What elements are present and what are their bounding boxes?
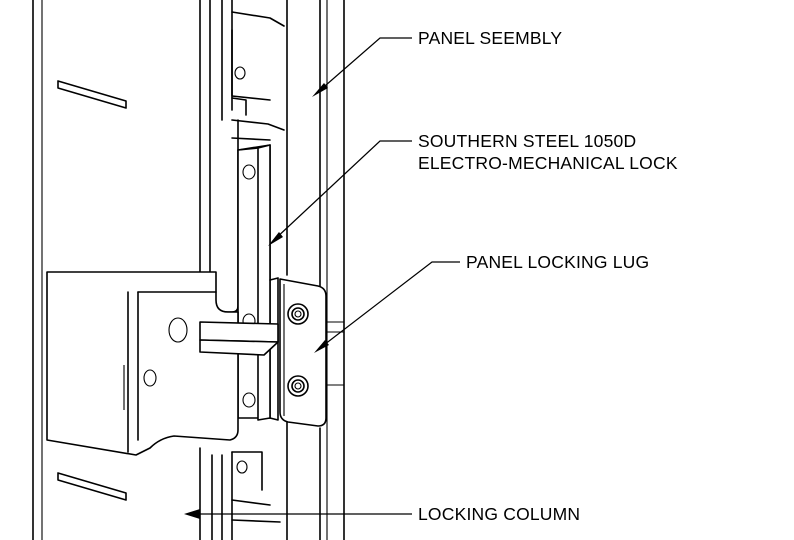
panel-assembly bbox=[286, 0, 345, 540]
electro-mechanical-lock bbox=[237, 144, 279, 421]
callout-lock-line1: SOUTHERN STEEL 1050D bbox=[418, 131, 636, 151]
locking-column bbox=[32, 0, 239, 540]
callout-locking-column: LOCKING COLUMN bbox=[418, 504, 580, 524]
panel-locking-lug bbox=[279, 278, 327, 427]
strike-bracket bbox=[46, 271, 279, 456]
leader-locking-lug bbox=[314, 261, 460, 353]
column-back-plate bbox=[221, 0, 285, 540]
callout-locking-lug: PANEL LOCKING LUG bbox=[466, 252, 649, 272]
leader-locking-column bbox=[184, 509, 412, 519]
callout-lock-line2: ELECTRO-MECHANICAL LOCK bbox=[418, 153, 678, 173]
lug-fastener-bottom bbox=[287, 375, 309, 397]
leader-panel-assembly bbox=[312, 37, 412, 97]
lug-fastener-top bbox=[287, 303, 309, 325]
leader-lock bbox=[268, 140, 412, 246]
callout-panel-assembly: PANEL SEEMBLY bbox=[418, 28, 562, 48]
